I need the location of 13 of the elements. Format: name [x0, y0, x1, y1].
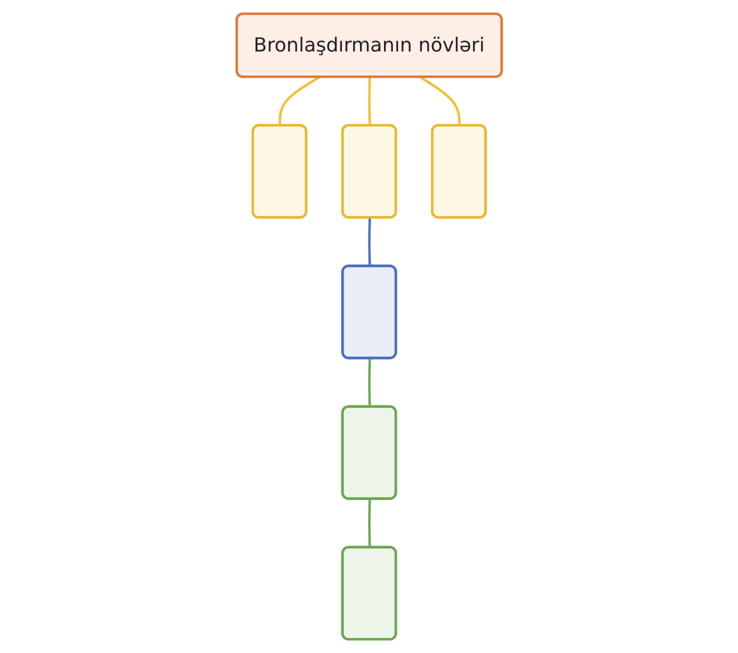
empty-box [341, 264, 397, 360]
connector-line [368, 358, 371, 408]
connector-line [278, 76, 320, 126]
category-box: Bronlaşdırmanın növləri [235, 12, 503, 78]
connector-line [420, 76, 461, 126]
empty-box [251, 124, 308, 219]
empty-box [430, 124, 487, 219]
empty-box [341, 405, 397, 500]
connector-line [368, 77, 371, 126]
connector-line [368, 499, 371, 548]
empty-box [341, 124, 397, 219]
empty-box [341, 546, 397, 640]
connector-line [368, 218, 371, 266]
